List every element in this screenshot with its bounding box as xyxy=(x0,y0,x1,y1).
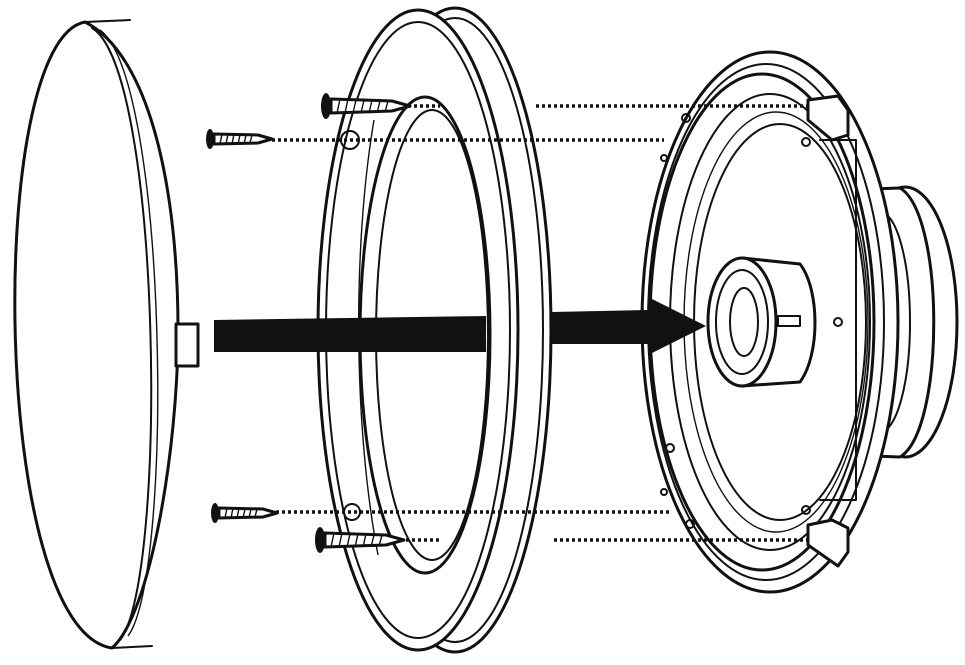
screw-upper-right xyxy=(321,93,412,119)
speaker-tweeter xyxy=(706,256,817,388)
screw-lower-right xyxy=(315,527,406,553)
alignment-guides xyxy=(272,104,810,542)
screw-lower-left xyxy=(211,503,279,523)
speaker-grille xyxy=(13,19,200,650)
assembly-arrow xyxy=(214,298,706,354)
coaxial-speaker xyxy=(640,50,959,594)
screw-upper-left xyxy=(206,129,274,149)
grille-tab xyxy=(174,322,200,368)
